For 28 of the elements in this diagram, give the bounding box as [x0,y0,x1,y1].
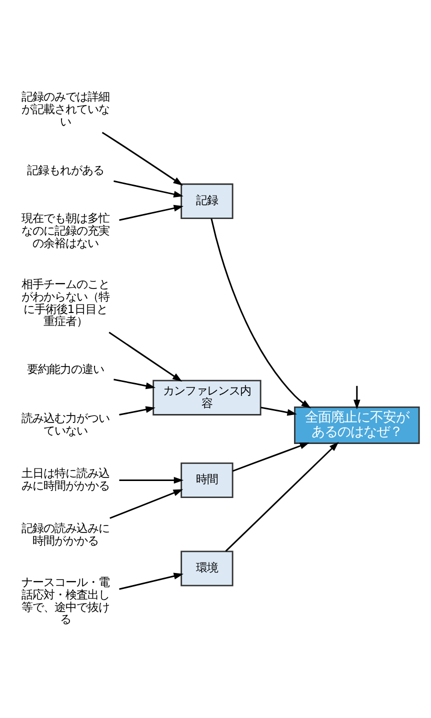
node-text: ナースコール・電話応対・検査出し等で、途中で抜ける [22,575,110,626]
node-box: 時間 [180,462,234,498]
node-box: 全面廃止に不安があるのはなぜ？ [294,406,420,444]
arrow [110,489,184,519]
node-text: 記録の読み込みに時間がかかる [22,521,110,548]
node-text: 土日は特に読み込みに時間がかかる [22,466,110,492]
arrow [114,378,156,390]
arrow [210,218,312,408]
arrow [119,476,184,484]
node-box: 記録 [180,183,234,219]
node-box: カンファレンス内容 [152,380,262,416]
arrow [102,132,183,186]
arrow [232,442,310,472]
node-box: 環境 [180,550,234,586]
node-text: 現在でも朝は多忙なのに記録の充実の余裕はない [22,211,110,250]
node-text: 相手チームのことがわからない（特に手術後1日目と重症者） [22,277,110,328]
node-text: 記録もれがある [27,162,104,177]
arrow [119,204,184,221]
arrow [260,406,297,416]
arrow [225,442,339,552]
node-text: 読み込む力がついていない [22,410,110,438]
arrow [114,180,184,198]
arrow [119,406,156,416]
arrow [354,386,360,410]
arrow [108,332,182,382]
node-text: 記録のみでは詳細が記載されていない [22,90,110,128]
node-text: 要約能力の違い [27,362,104,376]
arrow [119,572,184,590]
